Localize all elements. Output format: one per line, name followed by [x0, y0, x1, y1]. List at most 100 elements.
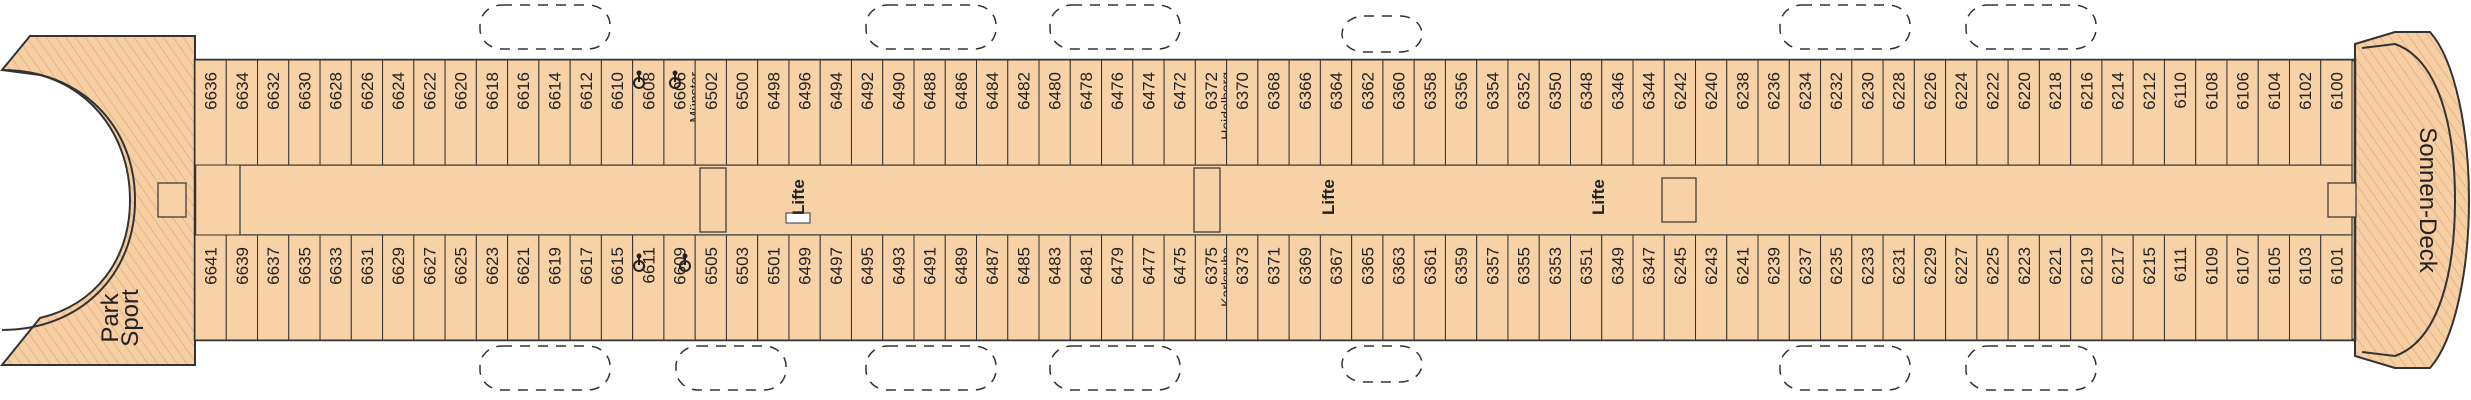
cabin[interactable]: 6220	[2007, 59, 2040, 166]
cabin[interactable]: 6624	[382, 59, 415, 166]
cabin[interactable]: 6102	[2288, 59, 2322, 166]
cabin[interactable]: 6351	[1569, 234, 1603, 341]
cabin[interactable]: 6234	[1788, 59, 1822, 166]
cabin[interactable]: 6243	[1695, 234, 1728, 341]
cabin[interactable]: 6626	[350, 59, 384, 166]
cabin[interactable]: 6489	[944, 234, 978, 341]
cabin[interactable]: 6346	[1601, 59, 1634, 166]
cabin[interactable]: 6224	[1945, 59, 1978, 166]
cabin[interactable]: 6632	[257, 59, 290, 166]
cabin[interactable]: 6235	[1820, 234, 1853, 341]
cabin[interactable]: 6110	[2163, 59, 2197, 166]
cabin[interactable]: 6500	[725, 59, 759, 166]
cabin[interactable]: 6221	[2038, 234, 2072, 341]
cabin[interactable]: 6641	[194, 234, 227, 341]
cabin[interactable]: 6212	[2132, 59, 2165, 166]
cabin[interactable]: 6109	[2195, 234, 2228, 341]
cabin[interactable]: 6360	[1382, 59, 1415, 166]
cabin[interactable]: 6623	[475, 234, 509, 341]
cabin[interactable]: 6617	[569, 234, 602, 341]
cabin[interactable]: 6499	[788, 234, 821, 341]
cabin[interactable]: 6105	[2257, 234, 2290, 341]
cabin[interactable]: 6495	[850, 234, 884, 341]
cabin[interactable]: 6502	[694, 59, 727, 166]
cabin[interactable]: 6217	[2101, 234, 2134, 341]
cabin[interactable]: 6610	[600, 59, 634, 166]
cabin[interactable]: 6363	[1382, 234, 1415, 341]
cabin[interactable]: 6479	[1101, 234, 1134, 341]
cabin[interactable]: 6503	[725, 234, 759, 341]
cabin[interactable]: 6619	[538, 234, 571, 341]
cabin[interactable]: 6356	[1444, 59, 1478, 166]
cabin[interactable]: 6484	[976, 59, 1009, 166]
cabin[interactable]: 6505	[694, 234, 727, 341]
cabin[interactable]: 6616	[507, 59, 540, 166]
cabin[interactable]: 6475	[1163, 234, 1196, 341]
cabin[interactable]: 6373	[1226, 234, 1259, 341]
cabin[interactable]: 6226	[1913, 59, 1947, 166]
cabin[interactable]: 6637	[257, 234, 290, 341]
cabin[interactable]: 6491	[913, 234, 946, 341]
cabin[interactable]: 6369	[1288, 234, 1321, 341]
cabin[interactable]: 6106	[2226, 59, 2259, 166]
cabin[interactable]: 6636	[194, 59, 227, 166]
cabin[interactable]: 6483	[1038, 234, 1071, 341]
cabin[interactable]: 6481	[1069, 234, 1103, 341]
cabin[interactable]: 6365	[1351, 234, 1384, 341]
cabin[interactable]: 6609	[663, 234, 696, 341]
cabin[interactable]: 6242	[1663, 59, 1697, 166]
cabin[interactable]: 6222	[1976, 59, 2009, 166]
cabin[interactable]: 6480	[1038, 59, 1071, 166]
cabin[interactable]: 6501	[757, 234, 790, 341]
cabin[interactable]: 6490	[882, 59, 915, 166]
cabin[interactable]: 6611	[632, 234, 665, 341]
cabin[interactable]: 6100	[2320, 59, 2353, 166]
cabin[interactable]: 6344	[1632, 59, 1665, 166]
cabin[interactable]: 6364	[1319, 59, 1353, 166]
cabin[interactable]: 6353	[1538, 234, 1571, 341]
cabin[interactable]: 6239	[1757, 234, 1790, 341]
cabin[interactable]: 6618	[475, 59, 509, 166]
cabin[interactable]: 6493	[882, 234, 915, 341]
cabin[interactable]: 6621	[507, 234, 540, 341]
cabin[interactable]: 6349	[1601, 234, 1634, 341]
cabin[interactable]: 6633	[319, 234, 352, 341]
cabin[interactable]: 6214	[2101, 59, 2134, 166]
cabin[interactable]: 6492	[850, 59, 884, 166]
cabin[interactable]: 6228	[1882, 59, 1915, 166]
cabin[interactable]: 6225	[1976, 234, 2009, 341]
cabin[interactable]: 6629	[382, 234, 415, 341]
cabin[interactable]: 6476	[1101, 59, 1134, 166]
cabin[interactable]: 6218	[2038, 59, 2072, 166]
cabin[interactable]: 6625	[444, 234, 477, 341]
cabin[interactable]: 6635	[288, 234, 321, 341]
cabin[interactable]: 6488	[913, 59, 946, 166]
cabin[interactable]: 6240	[1695, 59, 1728, 166]
cabin[interactable]: 6628	[319, 59, 352, 166]
cabin[interactable]: 6215	[2132, 234, 2165, 341]
cabin[interactable]: 6232	[1820, 59, 1853, 166]
cabin[interactable]: 6498	[757, 59, 790, 166]
cabin[interactable]: 6219	[2070, 234, 2103, 341]
cabin[interactable]: 6108	[2195, 59, 2228, 166]
cabin[interactable]: 6230	[1851, 59, 1884, 166]
cabin[interactable]: 6237	[1788, 234, 1822, 341]
cabin[interactable]: 6368	[1257, 59, 1290, 166]
cabin[interactable]: 6614	[538, 59, 571, 166]
cabin[interactable]: 6620	[444, 59, 477, 166]
cabin[interactable]: 6223	[2007, 234, 2040, 341]
cabin[interactable]: 6485	[1007, 234, 1040, 341]
cabin[interactable]: 6347	[1632, 234, 1665, 341]
cabin[interactable]: 6478	[1069, 59, 1103, 166]
cabin[interactable]: 6486	[944, 59, 978, 166]
cabin[interactable]: 6103	[2288, 234, 2322, 341]
cabin[interactable]: 6482	[1007, 59, 1040, 166]
cabin[interactable]: 6348	[1569, 59, 1603, 166]
cabin[interactable]: 6357	[1476, 234, 1509, 341]
cabin[interactable]: 6474	[1132, 59, 1165, 166]
cabin[interactable]: 6631	[350, 234, 384, 341]
cabin[interactable]: 6371	[1257, 234, 1290, 341]
cabin[interactable]: 6352	[1507, 59, 1540, 166]
cabin[interactable]: 6236	[1757, 59, 1790, 166]
cabin[interactable]: 6238	[1726, 59, 1759, 166]
